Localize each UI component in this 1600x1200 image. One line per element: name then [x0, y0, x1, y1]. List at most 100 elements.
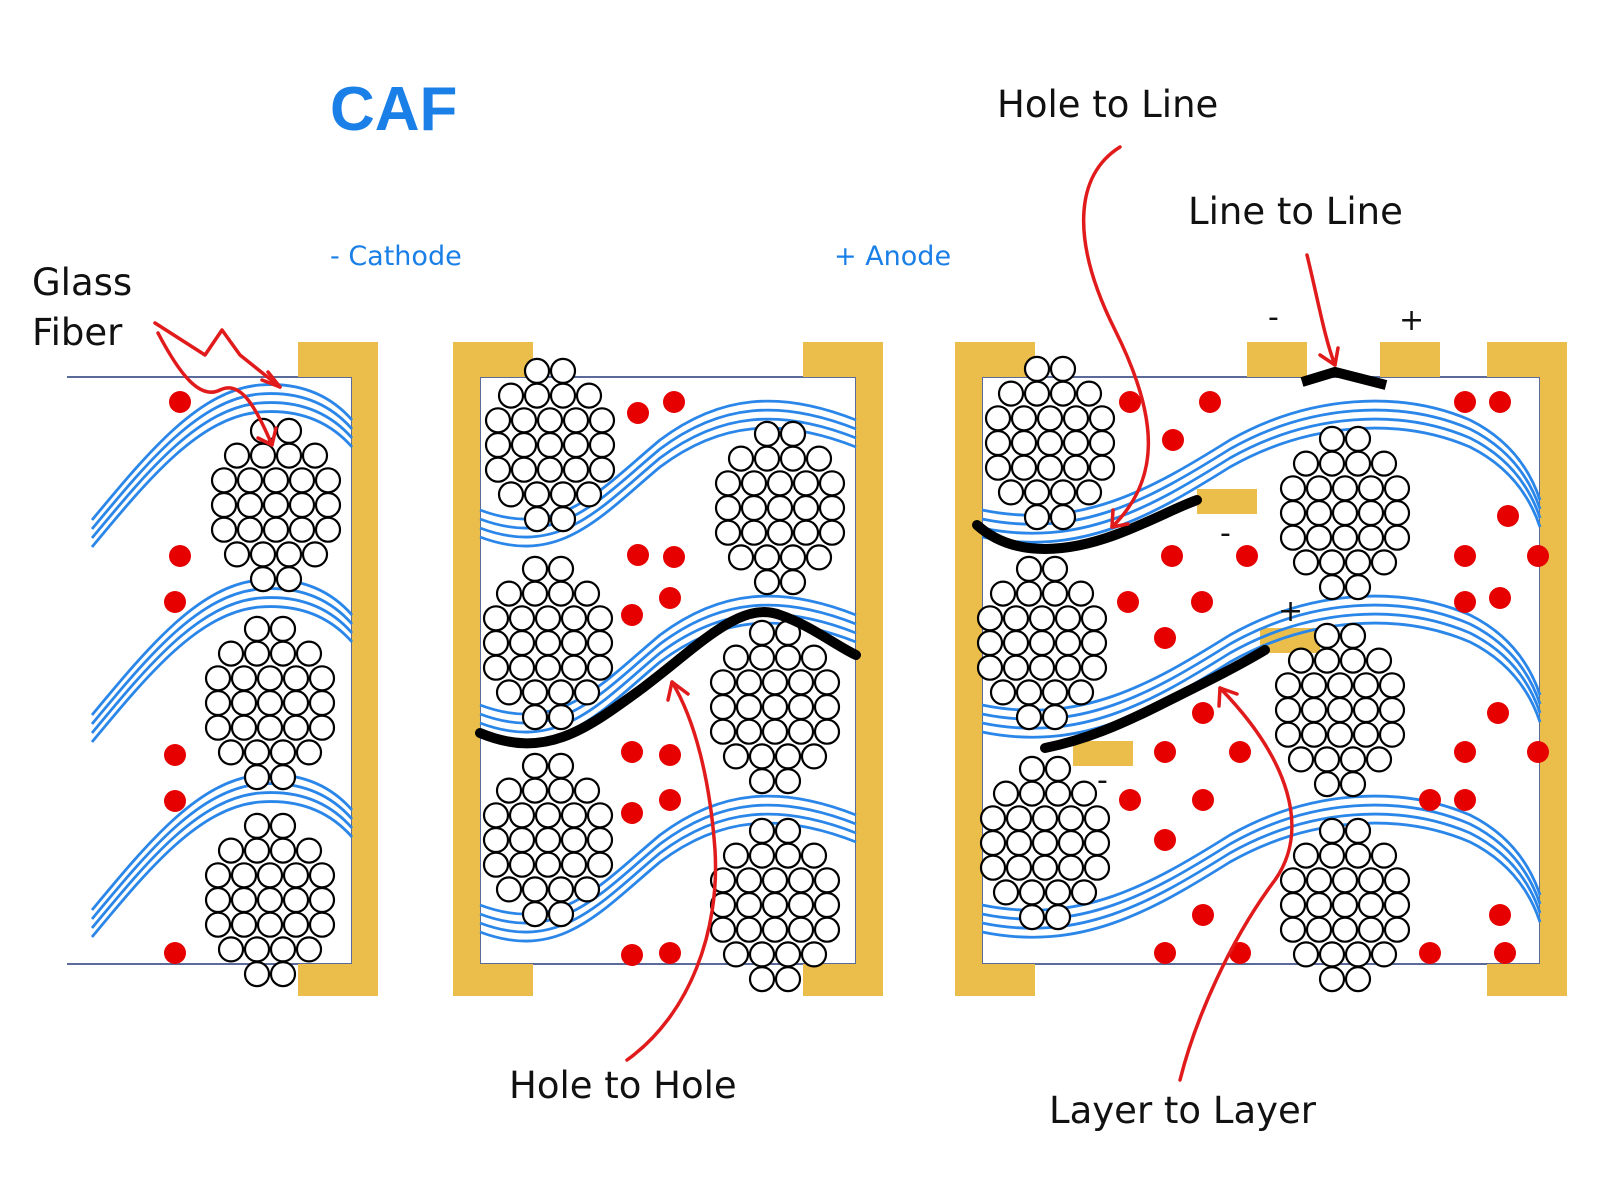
copper-strand	[1015, 580, 1043, 607]
copper-strand	[1274, 672, 1302, 699]
copper-strand	[1331, 916, 1359, 943]
glass-fiber-arrowhead-2	[256, 426, 278, 447]
copper-strand	[282, 886, 310, 914]
copper-strand	[521, 703, 549, 731]
copper-strand	[282, 665, 310, 692]
copper-strand	[586, 629, 614, 657]
copper-strand	[805, 544, 833, 571]
copper-strand	[766, 519, 794, 546]
copper-strand	[204, 886, 232, 914]
hole-to-hole-arrowhead	[666, 680, 690, 702]
copper-strand	[761, 867, 789, 894]
copper-strand	[1357, 475, 1385, 502]
copper-strand	[282, 689, 310, 717]
copper-strand	[1080, 605, 1108, 632]
copper-strand	[792, 494, 820, 522]
copper-strand	[1049, 503, 1077, 531]
copper-strand	[1279, 867, 1307, 894]
copper-strand	[976, 629, 1004, 657]
copper-strand	[984, 405, 1012, 432]
copper-strand	[1041, 703, 1069, 731]
copper-strand	[774, 743, 802, 770]
copper-strand	[484, 456, 512, 483]
copper-strand	[282, 862, 310, 889]
copper-strand	[774, 965, 802, 993]
copper-strand	[1049, 355, 1077, 382]
filament-hole-to-line	[972, 495, 1202, 554]
copper-strand	[1378, 672, 1406, 699]
copper-strand	[1083, 854, 1111, 881]
copper-strand	[536, 456, 564, 483]
copper-strand	[282, 714, 310, 741]
copper-strand	[735, 693, 763, 721]
copper-strand	[1318, 425, 1346, 452]
copper-strand	[714, 494, 742, 522]
copper-strand	[534, 605, 562, 632]
copper-strand	[497, 481, 525, 508]
copper-strand	[288, 467, 316, 494]
copper-strand	[1028, 605, 1056, 632]
copper-strand	[800, 743, 828, 770]
copper-strand	[314, 491, 342, 519]
copper-strand	[308, 714, 336, 741]
copper-strand	[230, 886, 258, 914]
copper-strand	[753, 445, 781, 472]
copper-strand	[484, 431, 512, 459]
upper-trace-minus-sign: -	[1220, 516, 1231, 551]
copper-strand	[508, 654, 536, 681]
copper-strand	[1344, 573, 1372, 601]
copper-strand	[1080, 654, 1108, 681]
copper-strand	[1331, 867, 1359, 894]
copper-strand	[1036, 429, 1064, 457]
copper-strand	[262, 467, 290, 494]
copper-strand	[813, 916, 841, 943]
glass-fiber-bundles	[981, 399, 1542, 939]
copper-strand	[1036, 454, 1064, 481]
copper-strand	[1075, 380, 1103, 407]
copper-strand	[269, 936, 297, 963]
copper-strand	[709, 916, 737, 943]
metal-ion	[663, 546, 685, 568]
copper-strand	[295, 739, 323, 766]
copper-strand	[1005, 829, 1033, 857]
copper-strand	[243, 960, 271, 988]
copper-strand	[256, 689, 284, 717]
copper-strand	[722, 644, 750, 671]
copper-strand	[575, 382, 603, 409]
copper-strand	[560, 851, 588, 878]
copper-strand	[709, 718, 737, 745]
copper-strand	[482, 851, 510, 878]
copper-strand	[1002, 605, 1030, 632]
copper-strand	[549, 481, 577, 508]
glass-fiber-label-line1: Glass	[32, 261, 132, 304]
copper-strand	[534, 851, 562, 878]
copper-strand	[761, 669, 789, 696]
metal-ion	[1419, 942, 1441, 964]
copper-strand	[813, 693, 841, 721]
copper-strand	[735, 916, 763, 943]
copper-strand	[740, 519, 768, 546]
copper-strand	[1028, 629, 1056, 657]
copper-strand	[534, 826, 562, 854]
metal-ion	[1191, 591, 1213, 613]
copper-strand	[753, 568, 781, 596]
metal-ion	[1489, 391, 1511, 413]
copper-strand	[1313, 647, 1341, 674]
copper-strand	[217, 837, 245, 864]
copper-strand	[722, 743, 750, 770]
surface-trace-minus	[1247, 342, 1307, 377]
copper-strand	[573, 777, 601, 804]
copper-strand	[547, 900, 575, 928]
copper-strand	[308, 911, 336, 938]
copper-strand	[1015, 555, 1043, 583]
copper-strand	[992, 780, 1020, 807]
copper-strand	[308, 862, 336, 889]
metal-ion	[1419, 789, 1441, 811]
copper-strand	[1370, 549, 1398, 576]
copper-strand	[1370, 450, 1398, 477]
copper-strand	[1344, 941, 1372, 968]
copper-strand	[521, 777, 549, 804]
metal-ion	[1527, 545, 1549, 567]
metal-ion	[1154, 627, 1176, 649]
glass-fiber-label-line2: Fiber	[32, 311, 123, 354]
